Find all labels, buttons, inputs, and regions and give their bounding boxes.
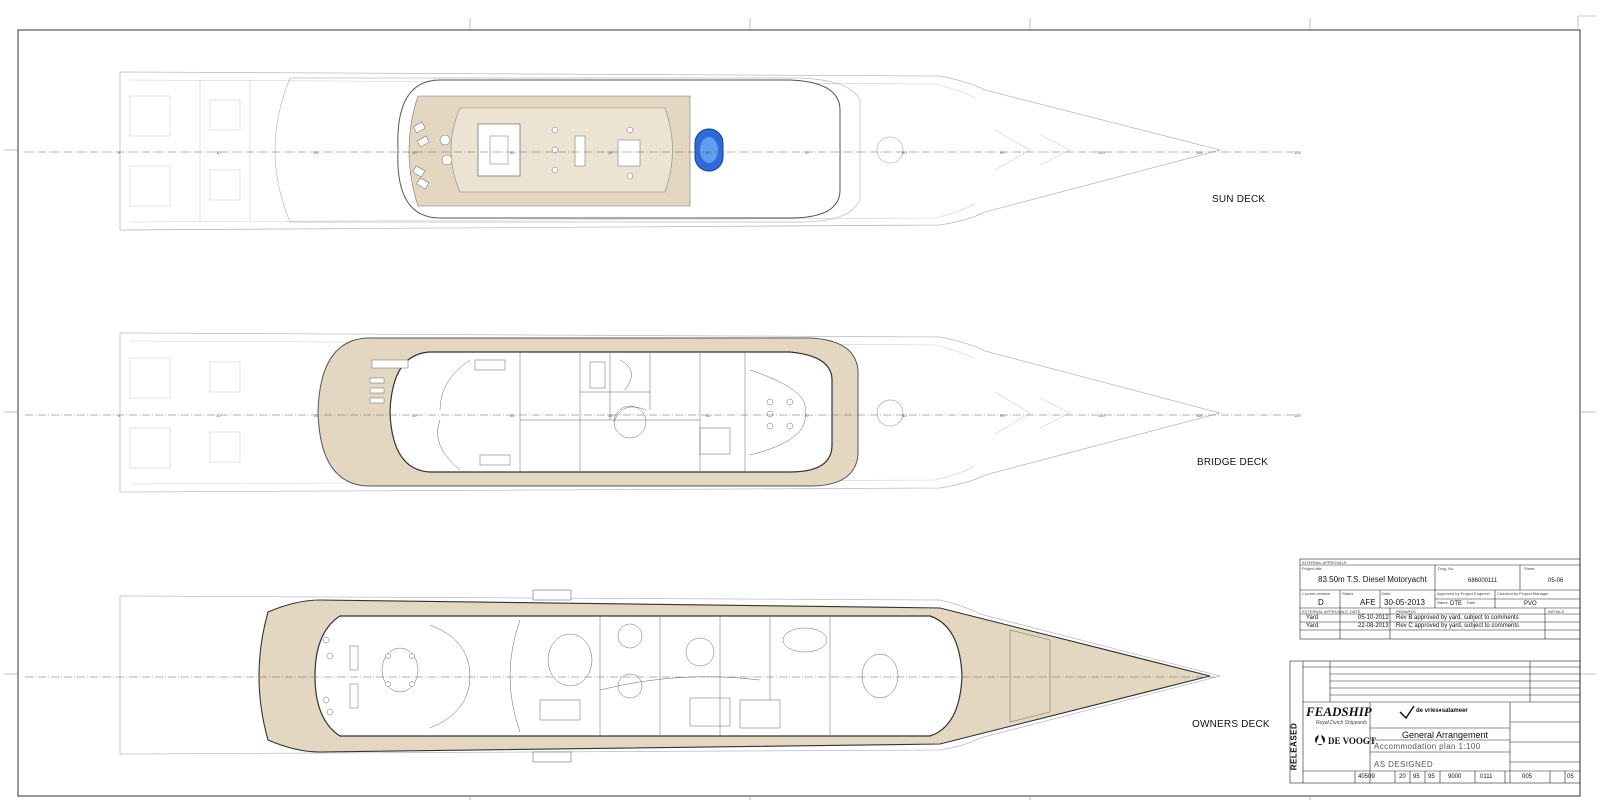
current-revision-label: Current revision [1302,591,1331,596]
bridge-deck-label: BRIDGE DECK [1197,457,1269,468]
drawing-stage: AS DESIGNED [1374,760,1434,769]
external-initials-col: INITIALS [1548,609,1565,614]
svg-text:40: 40 [510,413,515,418]
drawing-title: General Arrangement [1402,730,1489,740]
released-stamp: RELEASED [1289,722,1299,771]
sheet-label: Sheet [1524,566,1535,571]
code-cell: 95 [1428,774,1435,780]
status-label: Status [1342,591,1354,596]
svg-text:60: 60 [706,150,711,155]
code-cell: 95 [1413,774,1420,780]
svg-text:110: 110 [1196,413,1203,418]
devoogt-logo-mark [1315,732,1325,745]
svg-text:120: 120 [1294,150,1301,155]
svg-text:10: 10 [216,413,221,418]
current-revision: D [1318,598,1324,607]
external-row-remark: Rev B approved by yard, subject to comme… [1396,615,1519,621]
svg-text:30: 30 [412,413,417,418]
svg-text:110: 110 [1196,150,1203,155]
code-cell: 9000 [1448,774,1462,780]
code-cell: 40509 [1358,774,1375,780]
owners-deck-plan [25,589,1222,763]
internal-approvals-header: INTERNAL APPROVALS [1302,560,1347,565]
dwg-no-label: Dwg. No. [1438,566,1455,571]
svg-text:0: 0 [118,413,121,418]
project-title-label: Project title [1302,566,1322,571]
external-row-by: Yard [1306,615,1319,621]
svg-text:120: 120 [1294,413,1301,418]
approvals-block [1299,558,1581,640]
sheet-number: 05-06 [1548,578,1564,584]
svg-text:20: 20 [314,413,319,418]
revision-date: 30-05-2013 [1384,598,1425,607]
date-label: Date [1382,591,1391,596]
svg-text:80: 80 [902,413,907,418]
drawing-subtitle: Accommodation plan 1:100 [1374,742,1481,751]
project-title: 83.50m T.S. Diesel Motoryacht [1318,575,1427,584]
svg-text:0: 0 [118,150,121,155]
svg-text:30: 30 [412,150,417,155]
svg-text:90: 90 [1000,150,1005,155]
svg-text:40: 40 [510,150,515,155]
external-row-by: Yard [1306,623,1319,629]
sun-deck-plan: 0 10 20 30 40 50 60 70 80 90 100 110 120 [25,71,1301,231]
manager-initials: PVO [1524,601,1537,607]
dvs-logo-mark [1399,705,1415,720]
bridge-deck-plan: 0 10 20 30 40 50 60 70 80 90 100 110 120 [25,332,1301,493]
code-cell: 0111 [1480,774,1493,780]
sun-deck-label: SUN DECK [1212,194,1266,205]
checked-by-label: Checked by Project Manager [1497,591,1549,596]
feadship-logo: FEADSHIP [1306,704,1372,719]
status-value: AFE [1360,598,1376,607]
title-block [1289,660,1581,784]
owners-deck-label: OWNERS DECK [1192,719,1270,730]
approved-by-label: Approved by Project Engineer [1437,591,1491,596]
code-cell: 005 [1522,774,1533,780]
svg-text:50: 50 [608,150,613,155]
date2-label: Date [1467,600,1476,605]
external-row-date: 22-08-2013 [1358,623,1389,629]
feadship-tagline: Royal Dutch Shipyards [1316,720,1367,726]
svg-text:90: 90 [1000,413,1005,418]
external-row-date: 05-10-2012 [1358,615,1389,621]
svg-text:50: 50 [608,413,613,418]
svg-text:100: 100 [1098,150,1105,155]
external-approvals-header: EXTERNAL APPROVALS [1302,609,1348,614]
svg-text:20: 20 [314,150,319,155]
svg-text:70: 70 [804,413,809,418]
svg-text:60: 60 [706,413,711,418]
svg-text:70: 70 [804,150,809,155]
external-remarks-col: REMARKS [1396,609,1416,614]
engineer-initials: DTE [1450,601,1462,607]
svg-text:100: 100 [1098,413,1105,418]
external-date-col: DATE [1350,609,1361,614]
dwg-no: 686000111 [1468,578,1498,584]
svg-text:10: 10 [216,150,221,155]
code-cell: 05 [1567,774,1574,780]
devoogt-logo: DE VOOGT [1328,736,1376,746]
external-row-remark: Rev C approved by yard, subject to comme… [1396,623,1520,629]
code-cell: 20 [1399,774,1406,780]
svg-text:80: 80 [902,150,907,155]
dvs-logo: de vries♦salameer [1416,708,1468,714]
name-label: Name [1437,600,1448,605]
